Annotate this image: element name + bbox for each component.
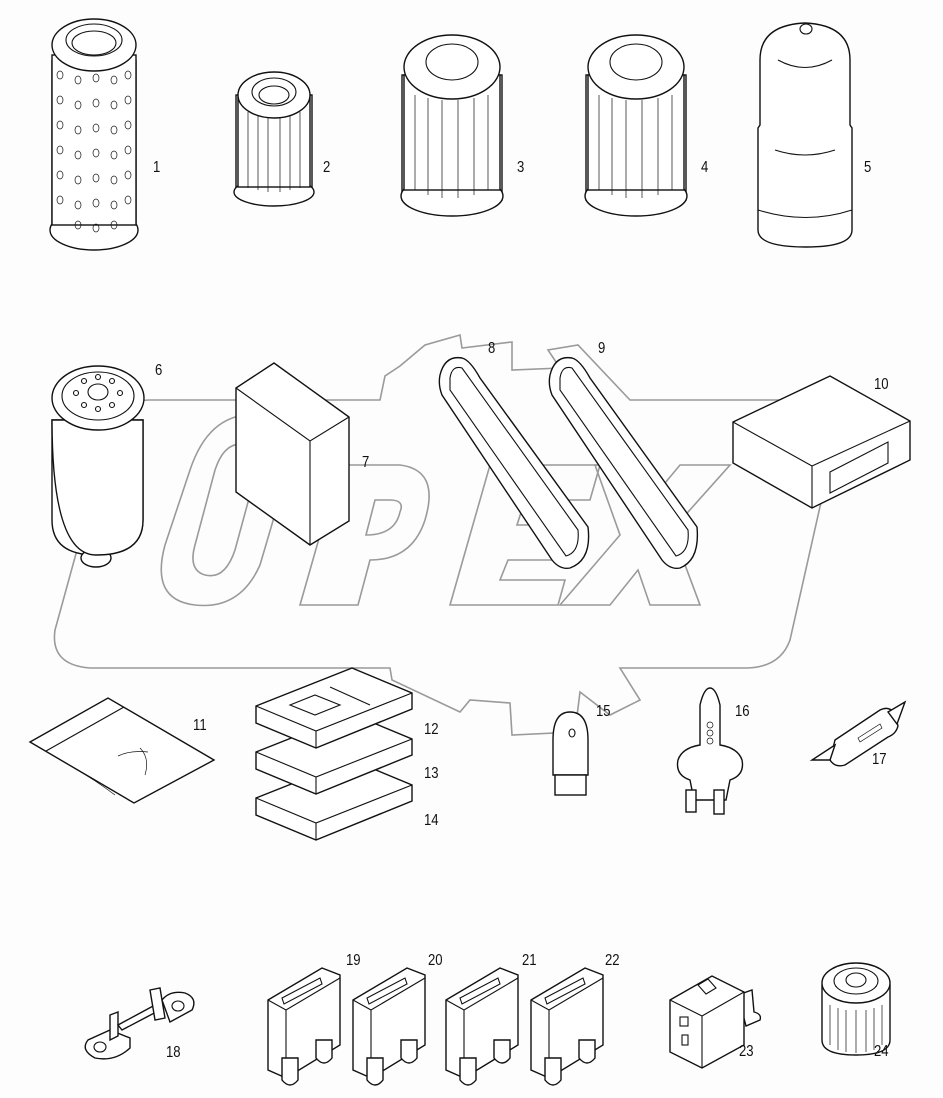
part-label-20: 20 <box>428 952 443 969</box>
part-8-v-belt-icon <box>438 356 590 570</box>
part-label-8: 8 <box>488 340 496 357</box>
part-15-wedge-bulb-icon <box>552 711 589 796</box>
part-17-festoon-bulb-icon <box>809 700 907 767</box>
part-19-blade-fuse-icon <box>267 967 341 1086</box>
part-label-13: 13 <box>424 765 439 782</box>
part-label-21: 21 <box>522 952 537 969</box>
part-18-fuse-link-icon <box>84 987 195 1060</box>
part-label-11: 11 <box>193 717 207 734</box>
part-label-9: 9 <box>598 340 606 357</box>
part-20-blade-fuse-icon <box>352 967 426 1086</box>
part-label-3: 3 <box>517 159 525 176</box>
part-label-24: 24 <box>874 1043 889 1060</box>
part-23-relay-connector-icon <box>669 975 762 1069</box>
part-9-v-belt-icon <box>548 356 699 570</box>
part-label-19: 19 <box>346 952 361 969</box>
part-6-spin-on-filter-icon <box>51 365 145 568</box>
part-label-15: 15 <box>596 703 611 720</box>
part-21-blade-fuse-icon <box>445 967 519 1086</box>
part-2-small-filter-icon <box>233 71 315 207</box>
part-5-canister-filter-icon <box>757 22 853 248</box>
part-label-14: 14 <box>424 812 439 829</box>
part-1-perforated-filter-icon <box>49 18 139 251</box>
part-10-air-filter-box-icon <box>732 375 911 509</box>
part-16-halogen-bulb-icon <box>676 687 744 815</box>
part-label-16: 16 <box>735 703 750 720</box>
part-label-12: 12 <box>424 721 439 738</box>
part-22-blade-fuse-icon <box>530 967 604 1086</box>
part-4-filter-element-icon <box>584 34 688 217</box>
part-label-23: 23 <box>739 1043 754 1060</box>
part-label-10: 10 <box>874 376 889 393</box>
part-label-1: 1 <box>153 159 161 176</box>
part-label-17: 17 <box>872 751 887 768</box>
part-7-panel-filter-icon <box>235 362 350 546</box>
part-24-small-filter-icon <box>821 962 891 1056</box>
part-label-7: 7 <box>362 454 370 471</box>
part-3-filter-element-icon <box>400 34 504 217</box>
part-label-5: 5 <box>864 159 872 176</box>
part-label-4: 4 <box>701 159 709 176</box>
part-12-14-manuals-icon <box>255 667 413 841</box>
part-label-18: 18 <box>166 1044 181 1061</box>
part-label-2: 2 <box>323 159 331 176</box>
part-label-6: 6 <box>155 362 163 379</box>
part-label-22: 22 <box>605 952 620 969</box>
part-11-bag-icon <box>28 697 216 804</box>
